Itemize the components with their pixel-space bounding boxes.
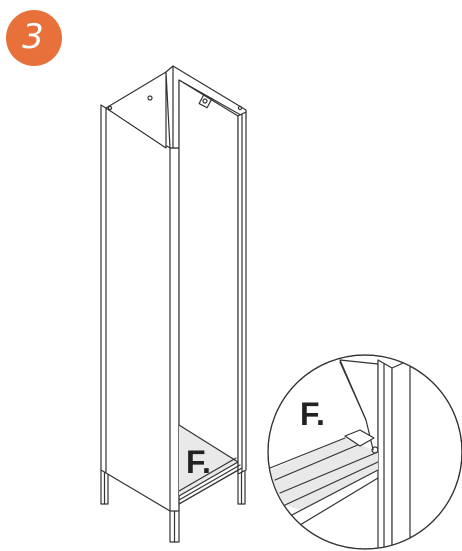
- zoom-detail: [267, 354, 462, 550]
- cabinet-back-top: [105, 65, 247, 505]
- panel-label-f: F.: [186, 444, 211, 480]
- base-panel-f: [178, 424, 243, 505]
- step-badge: 3: [6, 10, 62, 66]
- cabinet-side-panel: [100, 104, 180, 512]
- step-number: 3: [22, 17, 44, 57]
- cabinet-right-stile: [237, 111, 247, 475]
- zoom-label-f: F.: [300, 396, 325, 432]
